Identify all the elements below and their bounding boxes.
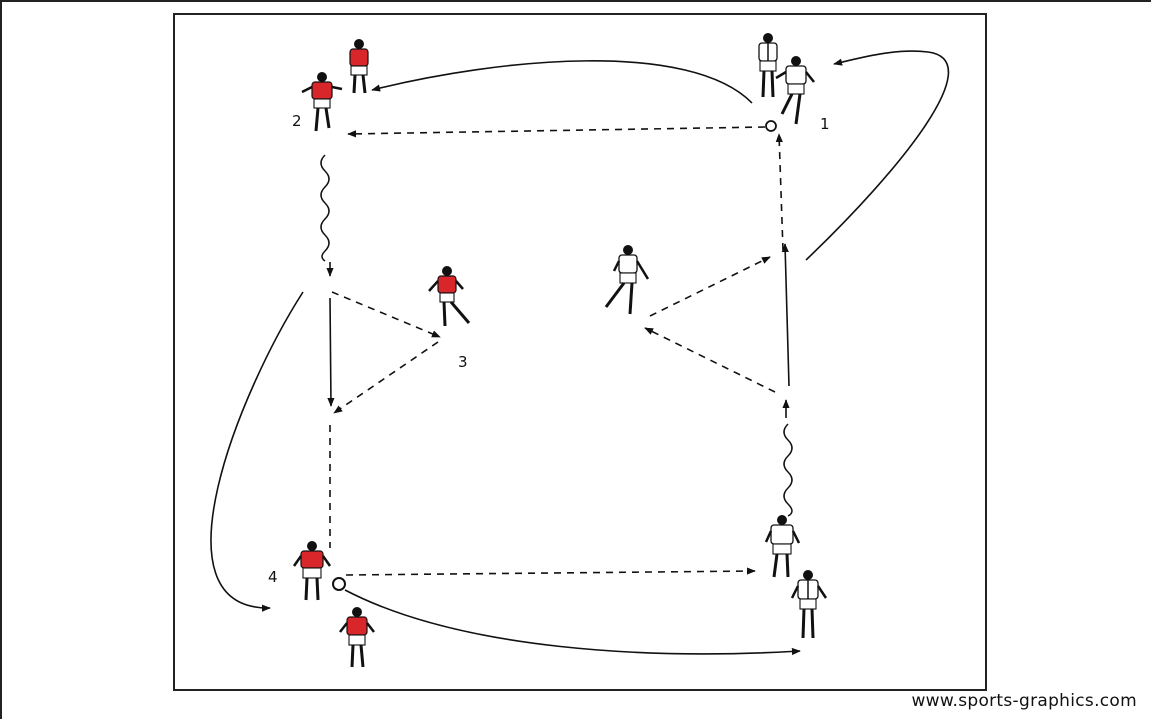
position-label-1: 1 [820,115,830,133]
ball-icon [333,578,345,590]
credit-text: www.sports-graphics.com [911,691,1137,711]
ball-icon [766,121,776,131]
position-label-2: 2 [292,112,302,130]
position-label-3: 3 [458,353,468,371]
position-label-4: 4 [268,568,278,586]
run-down-left [330,298,331,406]
